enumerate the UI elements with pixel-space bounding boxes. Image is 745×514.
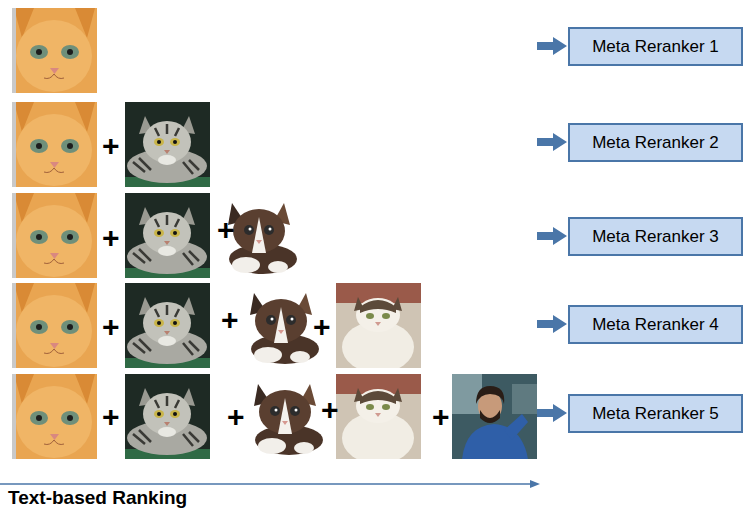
plus-sign: + xyxy=(227,402,245,432)
box-label: Meta Reranker 5 xyxy=(592,404,719,424)
plus-sign: + xyxy=(102,312,120,342)
plus-sign: + xyxy=(221,305,239,335)
plus-sign: + xyxy=(313,312,331,342)
plus-sign: + xyxy=(102,131,120,161)
plus-sign: + xyxy=(432,402,450,432)
plus-sign: + xyxy=(321,395,339,425)
process-box: Meta Reranker 2 xyxy=(568,123,743,162)
plus-sign: + xyxy=(217,215,235,245)
process-box: Meta Reranker 4 xyxy=(568,305,743,344)
box-label: Meta Reranker 4 xyxy=(592,315,719,335)
box-label: Meta Reranker 2 xyxy=(592,133,719,153)
box-label: Meta Reranker 3 xyxy=(592,227,719,247)
plus-sign: + xyxy=(102,223,120,253)
plus-sign: + xyxy=(102,402,120,432)
process-box: Meta Reranker 3 xyxy=(568,217,743,256)
axis-label: Text-based Ranking xyxy=(8,487,187,509)
box-label: Meta Reranker 1 xyxy=(592,37,719,57)
process-box: Meta Reranker 5 xyxy=(568,394,743,433)
process-box: Meta Reranker 1 xyxy=(568,27,743,66)
